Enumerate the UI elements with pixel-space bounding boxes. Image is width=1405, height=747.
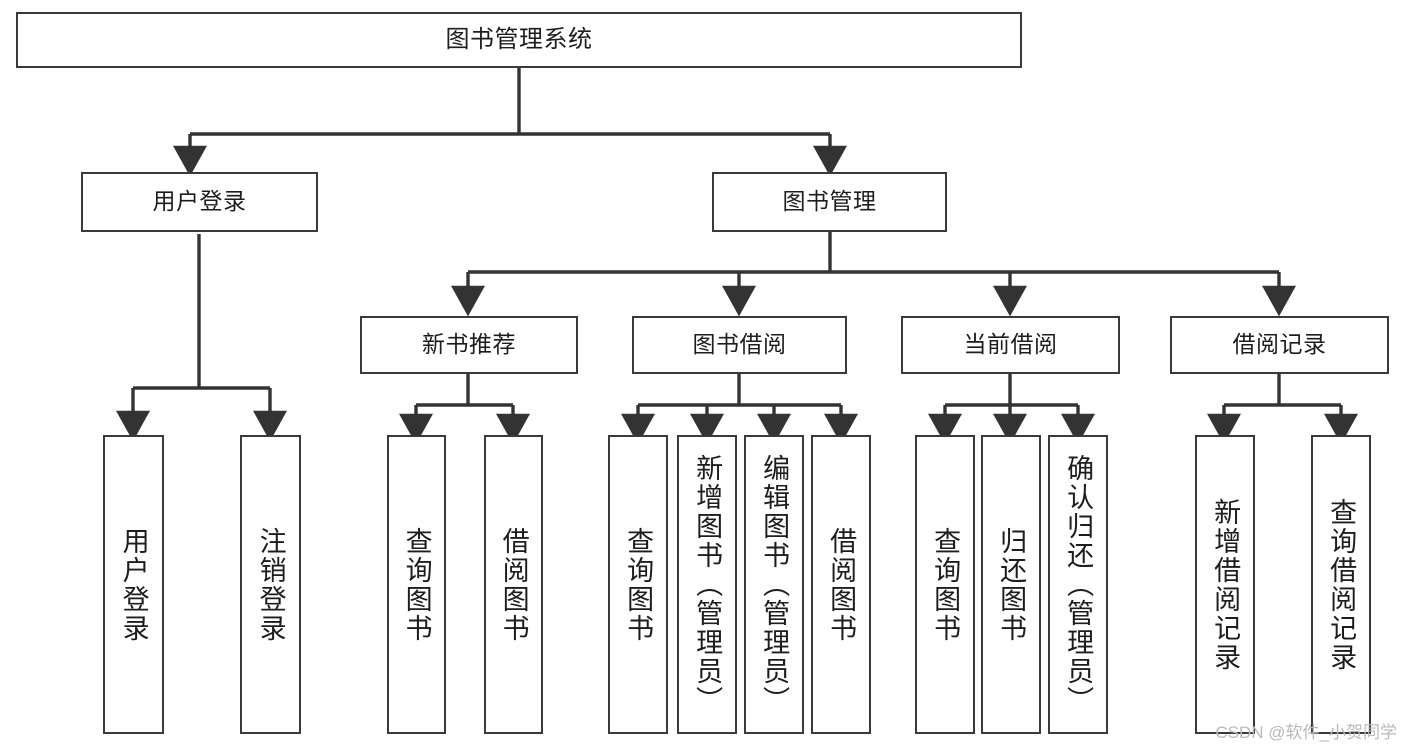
node-root-system[interactable]: 图书管理系统 bbox=[16, 12, 1022, 68]
node-label: 归还图书 bbox=[996, 526, 1027, 643]
node-label: 新增借阅记录 bbox=[1210, 497, 1241, 672]
node-current-borrow[interactable]: 当前借阅 bbox=[901, 316, 1120, 374]
leaf-borrow-book[interactable]: 借阅图书 bbox=[811, 435, 871, 734]
leaf-query-book-current[interactable]: 查询图书 bbox=[915, 435, 975, 734]
node-label: 新书推荐 bbox=[422, 331, 516, 358]
node-book-borrow[interactable]: 图书借阅 bbox=[632, 316, 847, 374]
node-label: 查询图书 bbox=[401, 526, 432, 643]
leaf-logout-login[interactable]: 注销登录 bbox=[240, 435, 301, 734]
node-label: 新增图书（管理员） bbox=[692, 454, 723, 715]
node-label: 查询图书 bbox=[623, 526, 654, 643]
node-label: 借阅图书 bbox=[826, 526, 857, 643]
node-book-management[interactable]: 图书管理 bbox=[712, 172, 947, 232]
leaf-user-login[interactable]: 用户登录 bbox=[103, 435, 164, 734]
node-label: 用户登录 bbox=[118, 526, 149, 643]
leaf-return-book[interactable]: 归还图书 bbox=[981, 435, 1041, 734]
node-user-login[interactable]: 用户登录 bbox=[81, 172, 318, 232]
leaf-query-book-borrow[interactable]: 查询图书 bbox=[608, 435, 668, 734]
node-label: 注销登录 bbox=[255, 526, 286, 643]
node-new-book-recommend[interactable]: 新书推荐 bbox=[360, 316, 578, 374]
node-label: 确认归还（管理员） bbox=[1063, 454, 1094, 715]
node-label: 借阅图书 bbox=[498, 526, 529, 643]
node-label: 编辑图书（管理员） bbox=[759, 454, 790, 715]
node-label: 图书管理 bbox=[782, 188, 877, 215]
node-label: 图书管理系统 bbox=[445, 25, 593, 53]
leaf-add-borrow-record[interactable]: 新增借阅记录 bbox=[1195, 435, 1255, 734]
node-label: 图书借阅 bbox=[692, 331, 787, 358]
node-label: 当前借阅 bbox=[963, 331, 1058, 358]
csdn-watermark: CSDN @软件_小贺同学 bbox=[1215, 723, 1397, 742]
leaf-query-book-recommend[interactable]: 查询图书 bbox=[387, 435, 446, 734]
node-label: 查询借阅记录 bbox=[1326, 497, 1357, 672]
node-label: 用户登录 bbox=[152, 188, 247, 215]
node-borrow-record[interactable]: 借阅记录 bbox=[1170, 316, 1389, 374]
leaf-query-borrow-record[interactable]: 查询借阅记录 bbox=[1311, 435, 1371, 734]
leaf-add-book[interactable]: 新增图书（管理员） bbox=[677, 435, 737, 734]
leaf-borrow-book-recommend[interactable]: 借阅图书 bbox=[484, 435, 543, 734]
leaf-confirm-return[interactable]: 确认归还（管理员） bbox=[1048, 435, 1108, 734]
leaf-edit-book[interactable]: 编辑图书（管理员） bbox=[744, 435, 804, 734]
node-label: 查询图书 bbox=[930, 526, 961, 643]
node-label: 借阅记录 bbox=[1232, 331, 1327, 358]
